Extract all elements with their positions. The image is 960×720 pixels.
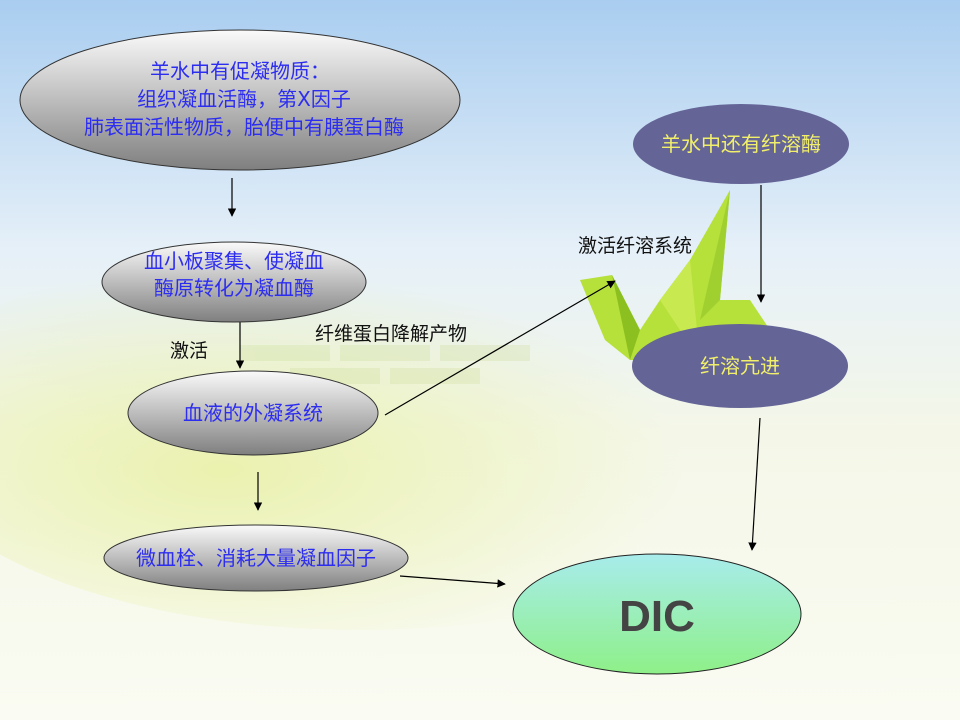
node-fibrinolysin-label: 羊水中还有纤溶酶 xyxy=(661,132,821,156)
node-hyperfibrinolysis: 纤溶亢进 xyxy=(632,324,848,408)
node-source-line-2: 组织凝血活酶，第X因子 xyxy=(137,87,351,111)
node-fibrinolysin: 羊水中还有纤溶酶 xyxy=(633,104,849,184)
node-platelet-line-1: 血小板聚集、使凝血 xyxy=(144,249,324,273)
node-source-line-1: 羊水中有促凝物质： xyxy=(150,59,330,83)
node-extrinsic: 血液的外凝系统 xyxy=(127,370,379,456)
node-hyperfibrinolysis-label: 纤溶亢进 xyxy=(700,354,780,378)
node-platelet: 血小板聚集、使凝血 酶原转化为凝血酶 xyxy=(101,241,367,323)
arrow-hyperfibrinolysis-to-dic xyxy=(748,417,761,551)
arrow-extrinsic-to-fibrinolysis xyxy=(384,280,616,416)
node-microthrombus-label: 微血栓、消耗大量凝血因子 xyxy=(136,546,376,570)
label-fdp: 纤维蛋白降解产物 xyxy=(315,323,467,345)
node-source: 羊水中有促凝物质： 组织凝血活酶，第X因子 肺表面活性物质，胎便中有胰蛋白酶 xyxy=(19,29,461,171)
node-extrinsic-label: 血液的外凝系统 xyxy=(183,401,323,425)
node-microthrombus: 微血栓、消耗大量凝血因子 xyxy=(103,524,409,592)
node-dic: DIC xyxy=(512,553,802,675)
label-activate-fibrinolysis: 激活纤溶系统 xyxy=(578,235,692,257)
paper-crane-decoration xyxy=(580,190,770,360)
label-activate: 激活 xyxy=(170,340,208,362)
node-dic-label: DIC xyxy=(619,592,695,641)
node-source-line-3: 肺表面活性物质，胎便中有胰蛋白酶 xyxy=(84,115,404,139)
arrow-microthrombus-to-dic xyxy=(399,575,506,588)
node-platelet-line-2: 酶原转化为凝血酶 xyxy=(154,276,314,300)
brick-wall-decoration xyxy=(240,345,530,384)
